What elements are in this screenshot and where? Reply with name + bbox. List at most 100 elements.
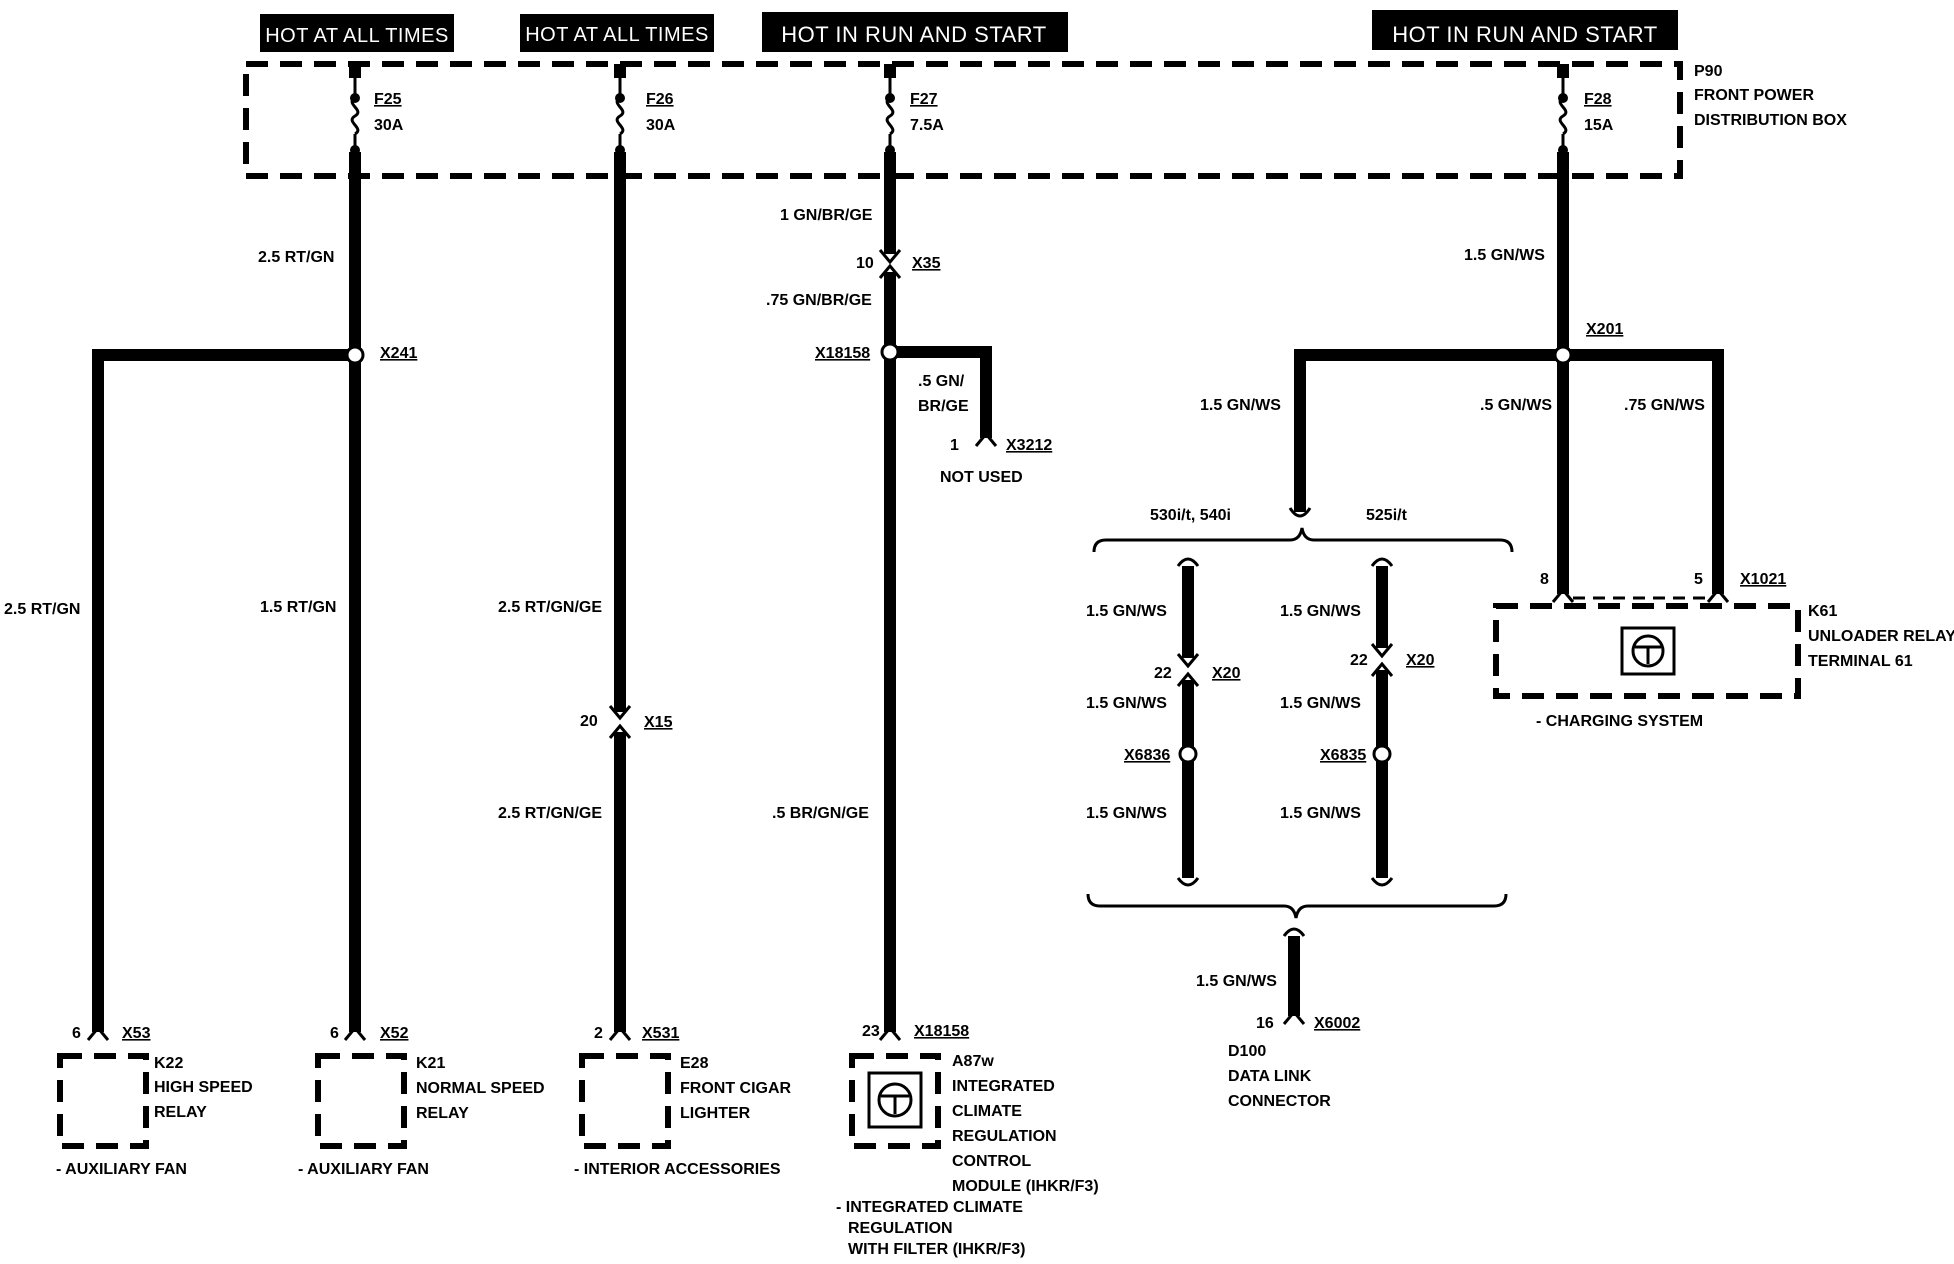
splice-x6836: X6836 [1124,747,1170,764]
fuse-f26-rating: 30A [646,117,676,134]
e28-line2: LIGHTER [680,1105,751,1122]
branch-x6002: 1.5 GN/WS 16 X6002 D100 DATA LINK CONNEC… [1196,927,1360,1110]
component-e28: 2 X531 E28 FRONT CIGAR LIGHTER - INTERIO… [574,1025,792,1178]
a87w-pin: 23 [862,1023,880,1040]
circuit-f26: 2.5 RT/GN/GE 20 X15 2.5 RT/GN/GE [498,152,673,1041]
circuit-f25: 2.5 RT/GN X241 2.5 RT/GN 1.5 RT/GN [4,152,417,1041]
component-a87w: 23 X18158 A87w INTEGRATED CLIMATE REGULA… [836,1023,1099,1258]
fuse-f27-rating: 7.5A [910,117,944,134]
k21-line2: RELAY [416,1105,469,1122]
x15-pin: 20 [580,713,598,730]
wire-x201-mid: .5 GN/WS [1480,397,1552,414]
k22-conn: X53 [122,1025,151,1042]
k21-line1: NORMAL SPEED [416,1080,545,1097]
connector-x3212: X3212 [1006,437,1052,454]
wire-x3212-1: .5 GN/ [918,373,965,390]
k21-conn: X52 [380,1025,409,1042]
x1021-pin-8: 8 [1540,571,1549,588]
steering-wheel-icon-k61 [1631,634,1665,668]
banner-hot-in-run-and-start-1: HOT IN RUN AND START [762,12,1068,52]
e28-id: E28 [680,1055,709,1072]
component-k61: K61 UNLOADER RELAY, TERMINAL 61 - CHARGI… [1493,603,1954,730]
a87w-note1: - INTEGRATED CLIMATE [836,1199,1023,1216]
fuse-f25-rating: 30A [374,117,404,134]
wire-x20a-bot: 1.5 GN/WS [1086,805,1167,822]
x35-pin: 10 [856,255,874,272]
splice-x6835: X6835 [1320,747,1366,764]
connector-x20b: X20 [1406,652,1435,669]
x20a-pin: 22 [1154,665,1172,682]
k22-line2: RELAY [154,1104,207,1121]
wire-x20b-top: 1.5 GN/WS [1280,603,1361,620]
a87w-conn: X18158 [914,1023,969,1040]
k61-note: - CHARGING SYSTEM [1536,713,1703,730]
circuit-f27: 1 GN/BR/GE 10 X35 .75 GN/BR/GE X18158 .5… [766,152,1052,1041]
wire-x20a-mid: 1.5 GN/WS [1086,695,1167,712]
x3212-pin: 1 [950,437,959,454]
wire-x6002: 1.5 GN/WS [1196,973,1277,990]
wire-f26-lower: 2.5 RT/GN/GE [498,805,602,822]
banner-hot-in-run-and-start-2: HOT IN RUN AND START [1372,10,1678,50]
component-k22: 6 X53 K22 HIGH SPEED RELAY - AUXILIARY F… [56,1025,253,1178]
k61-line1: UNLOADER RELAY, [1808,628,1954,645]
wire-f28-main: 1.5 GN/WS [1464,247,1545,264]
fuse-f28-rating: 15A [1584,117,1614,134]
relay-icon [1620,626,1676,676]
a87w-line5: MODULE (IHKR/F3) [952,1178,1099,1195]
fuse-f27: F27 7.5A [884,64,944,155]
a87w-id: A87w [952,1053,994,1070]
a87w-note2: REGULATION [848,1220,953,1237]
fuse-f28: F28 15A [1557,64,1614,155]
e28-note: - INTERIOR ACCESSORIES [574,1161,781,1178]
k22-pin: 6 [72,1025,81,1042]
power-box-label: P90 FRONT POWER DISTRIBUTION BOX [1694,63,1847,129]
option-right: 525i/t [1366,507,1408,524]
wire-f27-mid: .75 GN/BR/GE [766,292,872,309]
wire-x201-left: 1.5 GN/WS [1200,397,1281,414]
power-box-name-1: FRONT POWER [1694,87,1814,104]
d100-line1: DATA LINK [1228,1068,1312,1085]
branch-x20-left: 1.5 GN/WS 22 X20 1.5 GN/WS X6836 1.5 GN/… [1086,557,1241,887]
k21-id: K21 [416,1055,445,1072]
steering-wheel-icon [877,1082,913,1118]
wire-f27-lower: .5 BR/GN/GE [772,805,869,822]
d100-id: D100 [1228,1043,1266,1060]
a87w-line1: INTEGRATED [952,1078,1055,1095]
component-k21: 6 X52 K21 NORMAL SPEED RELAY - AUXILIARY… [298,1025,545,1178]
splice-x18158: X18158 [815,345,870,362]
splice-x201: X201 [1586,321,1623,338]
d100-line2: CONNECTOR [1228,1093,1331,1110]
banner-3-text: HOT IN RUN AND START [781,22,1046,47]
fuse-f28-id: F28 [1584,91,1612,108]
e28-conn: X531 [642,1025,679,1042]
banner-2-text: HOT AT ALL TIMES [525,24,709,46]
x3212-not-used: NOT USED [940,469,1023,486]
splice-x241: X241 [380,345,417,362]
wire-x241-right: 1.5 RT/GN [260,599,336,616]
e28-pin: 2 [594,1025,603,1042]
wire-x3212-2: BR/GE [918,398,969,415]
connector-x15: X15 [644,714,673,731]
option-brace-top: 530i/t, 540i 525i/t [1092,507,1514,553]
power-box-name-2: DISTRIBUTION BOX [1694,112,1847,129]
banner-hot-at-all-times-1: HOT AT ALL TIMES [260,14,454,52]
banner-1-text: HOT AT ALL TIMES [265,25,449,47]
fuse-f26-id: F26 [646,91,674,108]
banner-hot-at-all-times-2: HOT AT ALL TIMES [520,14,714,52]
a87w-note3: WITH FILTER (IHKR/F3) [848,1241,1025,1258]
k22-note: - AUXILIARY FAN [56,1161,187,1178]
wire-x241-left: 2.5 RT/GN [4,601,80,618]
fuse-f26: F26 30A [614,64,676,155]
wire-f27-upper: 1 GN/BR/GE [780,207,873,224]
k22-id: K22 [154,1055,183,1072]
wire-x20a-top: 1.5 GN/WS [1086,603,1167,620]
k61-line2: TERMINAL 61 [1808,653,1913,670]
x20b-pin: 22 [1350,652,1368,669]
banner-4-text: HOT IN RUN AND START [1392,22,1657,47]
fuse-f25: F25 30A [349,64,404,155]
connector-x20a: X20 [1212,665,1241,682]
option-brace-bottom [1086,893,1508,919]
x1021-pin-5: 5 [1694,571,1703,588]
wire-f25-main: 2.5 RT/GN [258,249,334,266]
